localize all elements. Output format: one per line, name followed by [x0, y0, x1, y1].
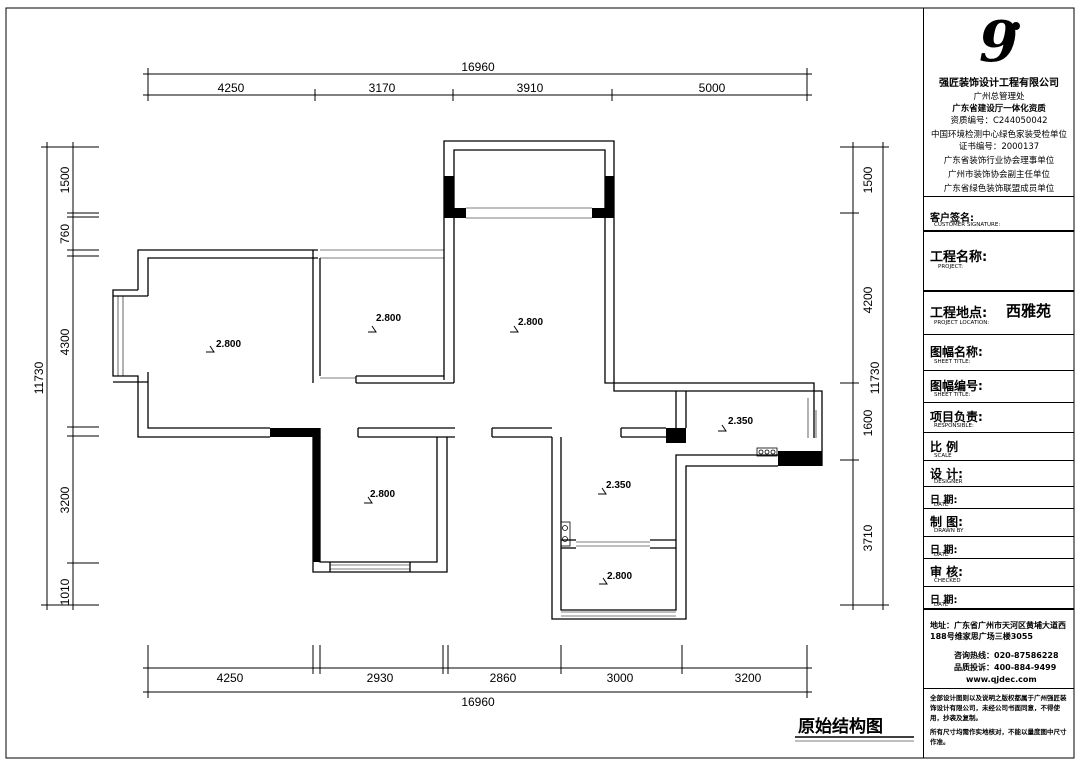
top-dim-4: 5000 — [699, 81, 726, 95]
date-row: 日 期: DATE — [924, 486, 1074, 509]
walls — [112, 140, 823, 620]
left-dim-2: 760 — [58, 224, 72, 244]
elevation-label: 2.350 — [606, 480, 631, 491]
project-name-row: 工程名称: PROJECT: — [924, 230, 1074, 292]
top-total-dim: 16960 — [461, 60, 495, 74]
bottom-dimensions — [143, 645, 812, 698]
top-dim-1: 4250 — [218, 81, 245, 95]
company-line: 广东省建设厅一体化资质 — [952, 104, 1046, 114]
project-location-value: 西雅苑 — [1006, 302, 1052, 320]
top-dim-2: 3170 — [369, 81, 396, 95]
sheet-number-row: 图幅编号: SHEET TITLE: — [924, 370, 1074, 403]
company-name: 强匠装饰设计工程有限公司 — [939, 78, 1059, 89]
company-address: 地址：广东省广州市天河区黄埔大道西188号维家思广场三楼3055 — [930, 621, 1066, 641]
company-logo-icon: 9 — [979, 9, 1018, 75]
left-dim-5: 1010 — [58, 578, 72, 605]
client-signature-row: 客户签名: CUSTOMER SIGNATURE: — [924, 196, 1074, 231]
elevation-label: 2.800 — [518, 317, 543, 328]
company-line: 中国环境检测中心绿色家装受检单位 — [930, 130, 1067, 140]
complaint-line: 品质投诉：400-884-9499 — [954, 663, 1057, 672]
right-dimensions — [840, 142, 889, 610]
elevation-label: 2.350 — [728, 416, 753, 427]
company-line: 广东省绿色装饰联盟成员单位 — [943, 184, 1055, 194]
left-total-dim: 11730 — [32, 361, 46, 394]
drawn-by-row: 制 图: DRAWN BY — [924, 508, 1074, 537]
company-line: 广州市装饰协会副主任单位 — [947, 170, 1050, 180]
windows — [117, 207, 817, 617]
right-dim-3: 1600 — [861, 409, 875, 436]
company-line: 广州总管理处 — [973, 92, 1025, 102]
left-dim-3: 4300 — [58, 328, 72, 355]
top-dimensions — [143, 68, 812, 101]
bottom-dim-2: 2930 — [367, 671, 394, 685]
sheet-label: 原始结构图 — [798, 717, 883, 737]
left-dimensions — [41, 142, 99, 610]
right-dim-1: 1500 — [861, 166, 875, 193]
checked-row: 审 核: CHECKED — [924, 558, 1074, 587]
bottom-dim-1: 4250 — [217, 671, 244, 685]
sheet-title-row: 图幅名称: SHEET TITLE: — [924, 334, 1074, 371]
company-line: 证书编号：2000137 — [958, 142, 1040, 152]
bottom-total-dim: 16960 — [461, 695, 495, 709]
left-dim-1: 1500 — [58, 166, 72, 193]
elevation-label: 2.800 — [216, 339, 241, 350]
elevation-label: 2.800 — [370, 489, 395, 500]
project-location-row: 工程地点: 西雅苑 PROJECT LOCATION: — [924, 290, 1074, 336]
right-dim-2: 4200 — [861, 286, 875, 313]
title-block: 9 强匠装饰设计工程有限公司 广州总管理处 广东省建设厅一体化资质 资质编号：C… — [923, 8, 1074, 758]
sheet-border — [5, 7, 1075, 759]
right-dim-4: 3710 — [861, 524, 875, 551]
date-row: 日 期: DATE — [924, 536, 1074, 559]
top-dim-3: 3910 — [517, 81, 544, 95]
contact-row: 地址：广东省广州市天河区黄埔大道西188号维家思广场三楼3055 咨询热线：02… — [924, 608, 1074, 690]
hotline: 咨询热线：020-87586228 — [954, 651, 1059, 660]
company-line: 广东省装饰行业协会理事单位 — [943, 156, 1055, 166]
date-row: 日 期: DATE — [924, 586, 1074, 609]
responsible-row: 项目负责: RESPONSIBLE: — [924, 402, 1074, 433]
right-total-dim: 11730 — [868, 361, 882, 394]
elevation-label: 2.800 — [607, 571, 632, 582]
bottom-dim-4: 3000 — [607, 671, 634, 685]
elevation-label: 2.800 — [376, 313, 401, 324]
company-line: 资质编号：C244050042 — [950, 116, 1048, 126]
copyright-note: 全部设计图则以及说明之版权都属于广州强匠装饰设计有限公司，未经公司书面同意，不得… — [930, 694, 1067, 722]
website: www.qjdec.com — [966, 675, 1037, 684]
scale-row: 比 例 SCALE — [924, 432, 1074, 461]
pipe-symbols — [560, 447, 778, 547]
bottom-dim-3: 2860 — [490, 671, 517, 685]
notes-row: 全部设计图则以及说明之版权都属于广州强匠装饰设计有限公司，未经公司书面同意，不得… — [924, 688, 1074, 759]
bottom-dim-5: 3200 — [735, 671, 762, 685]
dimension-note: 所有尺寸均需作实地核对，不能以量度图中尺寸作准。 — [930, 728, 1067, 746]
structural-columns — [270, 176, 822, 562]
elevation-markers — [206, 325, 727, 585]
left-dim-4: 3200 — [58, 486, 72, 513]
designer-row: 设 计: DESIGNER — [924, 460, 1074, 487]
